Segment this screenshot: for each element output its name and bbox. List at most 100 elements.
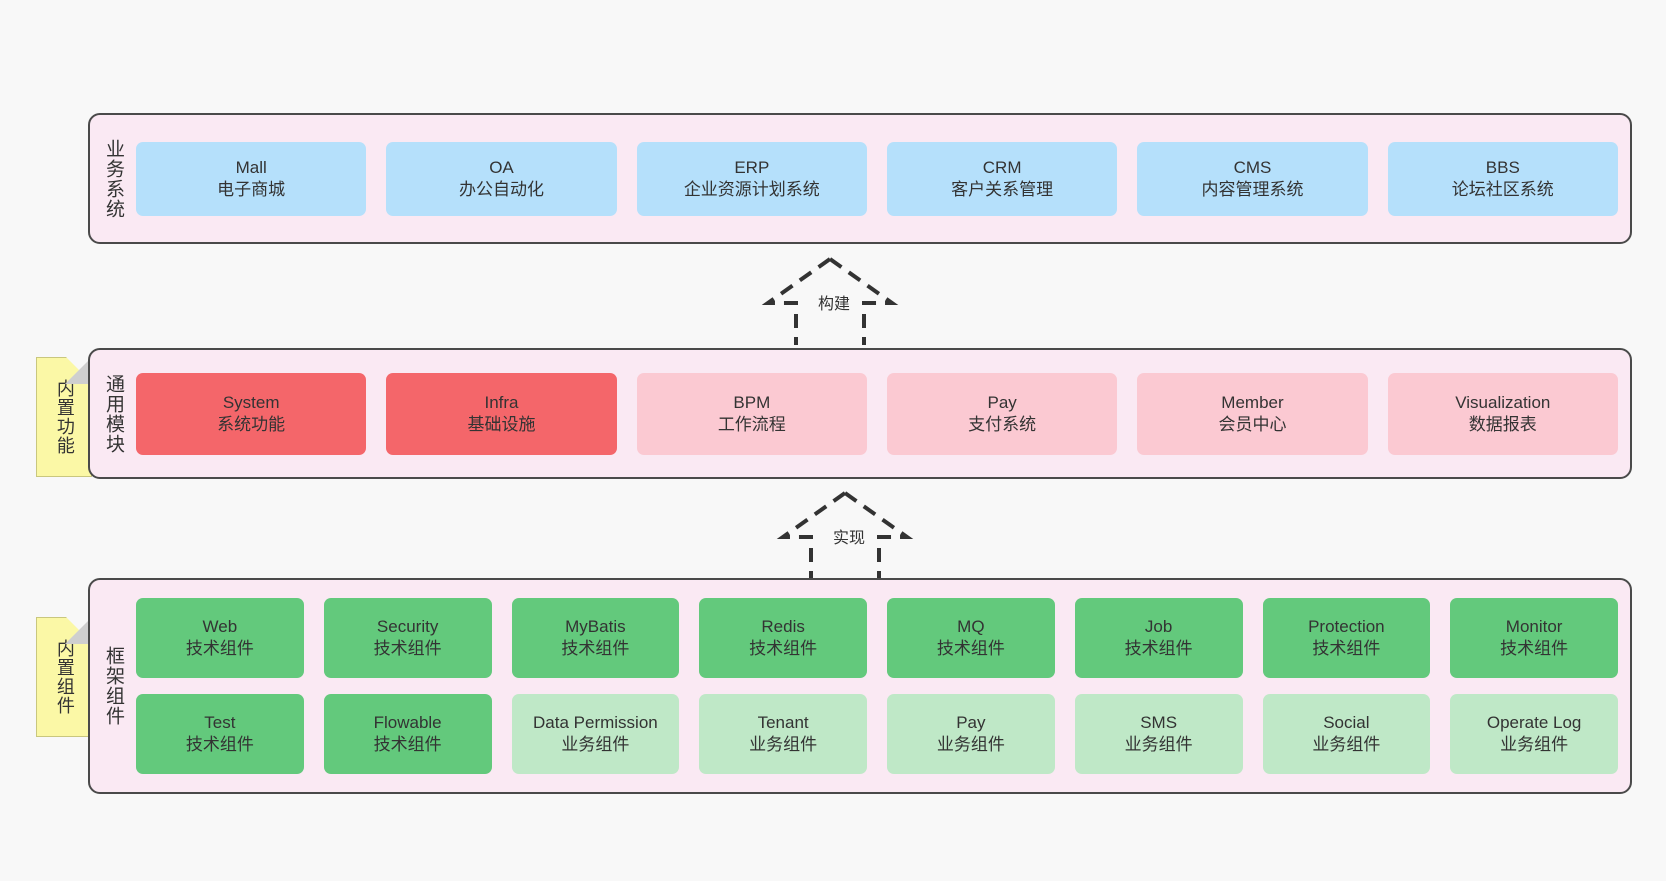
card-oa[interactable]: OA 办公自动化 xyxy=(386,141,617,216)
card-title: Mall xyxy=(235,157,267,177)
card-title: OA xyxy=(489,157,514,177)
card-subtitle: 企业资源计划系统 xyxy=(683,179,820,199)
layer-body-modules: System 系统功能 Infra 基础设施 BPM 工作流程 Pay 支付系统… xyxy=(136,350,1630,477)
component-flowable[interactable]: Flowable 技术组件 xyxy=(323,694,492,774)
component-job[interactable]: Job 技术组件 xyxy=(1074,598,1243,678)
component-operate-log[interactable]: Operate Log 业务组件 xyxy=(1450,694,1618,774)
card-subtitle: 支付系统 xyxy=(968,414,1037,434)
card-title: Visualization xyxy=(1455,392,1551,412)
arrow-label-build: 构建 xyxy=(818,296,851,313)
module-visualization[interactable]: Visualization 数据报表 xyxy=(1387,372,1618,455)
component-data-permission[interactable]: Data Permission 业务组件 xyxy=(511,694,680,774)
card-subtitle: 技术组件 xyxy=(373,735,442,754)
component-test[interactable]: Test 技术组件 xyxy=(136,694,304,774)
business-card-row: Mall 电子商城 OA 办公自动化 ERP 企业资源计划系统 CRM 客户关系… xyxy=(136,141,1618,216)
card-title: Protection xyxy=(1308,617,1385,637)
card-title: MQ xyxy=(957,617,985,637)
card-subtitle: 业务组件 xyxy=(1500,735,1569,754)
module-card-row: System 系统功能 Infra 基础设施 BPM 工作流程 Pay 支付系统… xyxy=(136,372,1618,455)
card-subtitle: 数据报表 xyxy=(1468,414,1537,434)
layer-business-systems: 业务系统 Mall 电子商城 OA 办公自动化 ERP 企业资源计划系统 CRM… xyxy=(88,113,1632,244)
generalization-arrow-icon xyxy=(761,257,899,345)
layer-body-framework: Web 技术组件 Security 技术组件 MyBatis 技术组件 Redi… xyxy=(136,580,1630,792)
card-title: Infra xyxy=(484,392,519,412)
card-subtitle: 会员中心 xyxy=(1218,414,1287,434)
card-subtitle: 系统功能 xyxy=(217,414,286,434)
framework-biz-row: Test 技术组件 Flowable 技术组件 Data Permission … xyxy=(136,694,1618,774)
component-protection[interactable]: Protection 技术组件 xyxy=(1262,598,1431,678)
card-title: Security xyxy=(376,617,439,637)
card-erp[interactable]: ERP 企业资源计划系统 xyxy=(636,141,867,216)
card-subtitle: 技术组件 xyxy=(1500,639,1569,658)
card-subtitle: 技术组件 xyxy=(1312,639,1381,658)
card-title: MyBatis xyxy=(565,617,626,637)
card-subtitle: 电子商城 xyxy=(217,179,286,199)
component-mybatis[interactable]: MyBatis 技术组件 xyxy=(511,598,680,678)
component-sms[interactable]: SMS 业务组件 xyxy=(1074,694,1243,774)
component-mq[interactable]: MQ 技术组件 xyxy=(887,598,1055,678)
card-title: Flowable xyxy=(373,713,442,733)
layer-title-modules: 通用模块 xyxy=(102,373,124,454)
card-title: Pay xyxy=(987,392,1017,412)
module-pay[interactable]: Pay 支付系统 xyxy=(886,372,1118,455)
card-subtitle: 技术组件 xyxy=(936,639,1005,658)
card-crm[interactable]: CRM 客户关系管理 xyxy=(886,141,1118,216)
note-builtin-functions: 内置功能 xyxy=(36,357,92,477)
card-mall[interactable]: Mall 电子商城 xyxy=(136,141,367,216)
layer-title-business: 业务系统 xyxy=(102,138,124,219)
card-cms[interactable]: CMS 内容管理系统 xyxy=(1137,141,1368,216)
framework-tech-row: Web 技术组件 Security 技术组件 MyBatis 技术组件 Redi… xyxy=(136,598,1618,678)
card-title: Pay xyxy=(956,713,986,733)
component-security[interactable]: Security 技术组件 xyxy=(323,598,492,678)
card-subtitle: 业务组件 xyxy=(936,735,1005,754)
module-infra[interactable]: Infra 基础设施 xyxy=(386,372,617,455)
module-system[interactable]: System 系统功能 xyxy=(136,372,367,455)
card-subtitle: 技术组件 xyxy=(749,639,818,658)
component-monitor[interactable]: Monitor 技术组件 xyxy=(1450,598,1618,678)
card-title: Tenant xyxy=(757,713,809,733)
card-title: BPM xyxy=(733,392,771,412)
card-title: Job xyxy=(1144,617,1173,637)
card-title: Monitor xyxy=(1505,617,1563,637)
layer-body-business: Mall 电子商城 OA 办公自动化 ERP 企业资源计划系统 CRM 客户关系… xyxy=(136,115,1630,242)
card-title: ERP xyxy=(734,157,770,177)
card-subtitle: 技术组件 xyxy=(185,639,254,658)
card-bbs[interactable]: BBS 论坛社区系统 xyxy=(1387,141,1618,216)
card-title: System xyxy=(222,392,280,412)
card-title: Web xyxy=(202,617,238,637)
layer-framework-components: 框架组件 Web 技术组件 Security 技术组件 MyBatis 技术组件… xyxy=(88,578,1632,794)
card-title: SMS xyxy=(1140,713,1178,733)
card-subtitle: 基础设施 xyxy=(467,414,536,434)
card-subtitle: 技术组件 xyxy=(185,735,254,754)
arrow-label-implement: 实现 xyxy=(833,530,866,547)
layer-title-framework: 框架组件 xyxy=(102,646,124,726)
card-subtitle: 业务组件 xyxy=(561,735,630,754)
card-subtitle: 论坛社区系统 xyxy=(1451,179,1554,199)
note-label: 内置功能 xyxy=(54,379,75,455)
note-builtin-components: 内置组件 xyxy=(36,617,92,737)
card-title: Social xyxy=(1323,713,1370,733)
card-subtitle: 技术组件 xyxy=(373,639,442,658)
card-subtitle: 业务组件 xyxy=(749,735,818,754)
note-label: 内置组件 xyxy=(54,639,75,715)
card-title: Member xyxy=(1221,392,1284,412)
component-tenant[interactable]: Tenant 业务组件 xyxy=(699,694,867,774)
card-subtitle: 客户关系管理 xyxy=(951,179,1054,199)
card-title: Operate Log xyxy=(1486,713,1582,733)
component-pay[interactable]: Pay 业务组件 xyxy=(887,694,1055,774)
card-subtitle: 业务组件 xyxy=(1124,735,1193,754)
card-subtitle: 技术组件 xyxy=(561,639,630,658)
card-title: CRM xyxy=(982,157,1022,177)
module-bpm[interactable]: BPM 工作流程 xyxy=(636,372,867,455)
card-subtitle: 工作流程 xyxy=(717,414,786,434)
card-title: Redis xyxy=(761,617,805,637)
module-member[interactable]: Member 会员中心 xyxy=(1137,372,1368,455)
card-subtitle: 技术组件 xyxy=(1124,639,1193,658)
card-subtitle: 办公自动化 xyxy=(458,179,544,199)
component-web[interactable]: Web 技术组件 xyxy=(136,598,304,678)
card-title: Data Permission xyxy=(533,713,658,733)
arrow-implement: 实现 xyxy=(770,489,920,579)
component-social[interactable]: Social 业务组件 xyxy=(1262,694,1431,774)
component-redis[interactable]: Redis 技术组件 xyxy=(699,598,867,678)
